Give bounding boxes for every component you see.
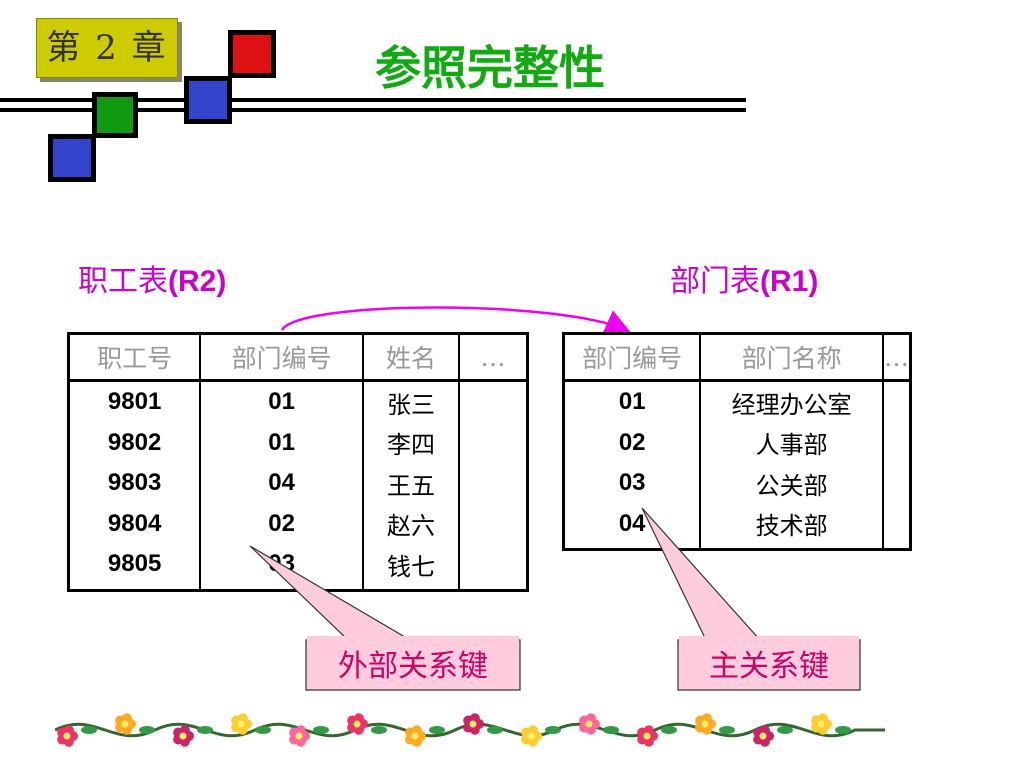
table-cell: 9803	[68, 463, 202, 504]
blue-square-decoration-2	[48, 134, 96, 182]
flower-icon	[753, 725, 774, 747]
green-square-decoration	[92, 92, 138, 138]
leaf-icon	[603, 726, 619, 734]
leaf-icon	[139, 726, 155, 734]
leaf-icon	[487, 726, 503, 734]
flower-border-decoration	[55, 713, 885, 747]
department-table-caption-text: 部门表	[670, 264, 760, 299]
department-table-header: 部门编号 部门名称 …	[563, 333, 911, 382]
column-header: …	[882, 333, 911, 382]
flower-icon	[521, 725, 542, 747]
table-cell: 王五	[363, 463, 460, 504]
leaf-icon	[661, 726, 677, 734]
leaf-icon	[429, 726, 445, 734]
table-cell: 01	[200, 380, 365, 423]
flower-icon	[811, 713, 832, 735]
flower-icon	[579, 713, 600, 735]
column-header: …	[458, 333, 528, 382]
column-header: 部门编号	[563, 333, 702, 382]
foreign-key-label: 外部关系键	[338, 649, 488, 684]
table-cell: 钱七	[363, 544, 460, 590]
leaf-icon	[719, 726, 735, 734]
callout-fill-patch-2	[679, 636, 859, 646]
flower-icon	[173, 725, 194, 747]
table-cell: 01	[563, 380, 702, 423]
column-header: 部门编号	[200, 333, 365, 382]
column-header: 部门名称	[700, 333, 884, 382]
employee-table-caption: 职工表(R2)	[78, 256, 226, 300]
leaf-icon	[81, 726, 97, 734]
leaf-icon	[255, 726, 271, 734]
table-cell: 张三	[363, 380, 460, 423]
column-header: 姓名	[363, 333, 460, 382]
flower-icon	[405, 725, 426, 747]
table-cell: 02	[563, 422, 702, 463]
table-cell: 04	[200, 463, 365, 504]
flower-icon	[231, 713, 252, 735]
red-square-decoration	[228, 30, 276, 78]
table-cell: 9804	[68, 503, 202, 544]
leaf-icon	[197, 726, 213, 734]
flower-icon	[463, 713, 484, 735]
table-cell: 9802	[68, 422, 202, 463]
flower-icon	[695, 713, 716, 735]
arrow-path	[280, 306, 631, 334]
department-table-caption: 部门表(R1)	[670, 256, 818, 300]
department-table-caption-code: (R1)	[760, 265, 819, 298]
chapter-badge: 第 2 章	[36, 18, 178, 78]
column-header: 职工号	[68, 333, 202, 382]
table-cell: 04	[563, 503, 702, 550]
table-cell: 02	[200, 503, 365, 544]
table-cell: 9805	[68, 544, 202, 590]
table-cell: 技术部	[700, 503, 884, 550]
leaf-icon	[777, 726, 793, 734]
table-cell: 03	[200, 544, 365, 590]
table-cell: 人事部	[700, 422, 884, 463]
flower-icon	[57, 725, 78, 747]
flower-icon	[637, 725, 658, 747]
callout-fill-patch	[307, 636, 519, 646]
table-cell: 李四	[363, 422, 460, 463]
employee-table-caption-text: 职工表	[78, 264, 168, 299]
table-cell: 公关部	[700, 463, 884, 504]
table-cell: 01	[200, 422, 365, 463]
flower-icon	[289, 725, 310, 747]
table-cell: 经理办公室	[700, 380, 884, 423]
leaf-icon	[545, 726, 561, 734]
blue-square-decoration	[184, 76, 232, 124]
table-cell: 03	[563, 463, 702, 504]
primary-key-label: 主关系键	[709, 649, 829, 684]
leaf-icon	[835, 726, 851, 734]
employee-table-header: 职工号 部门编号 姓名 …	[68, 333, 528, 382]
page-title: 参照完整性	[375, 41, 605, 95]
employee-table-caption-code: (R2)	[168, 265, 227, 298]
table-cell: 9801	[68, 380, 202, 423]
leaf-icon	[371, 726, 387, 734]
leaf-icon	[313, 726, 329, 734]
flower-icon	[347, 713, 368, 735]
flower-icon	[115, 713, 136, 735]
table-cell: 赵六	[363, 503, 460, 544]
